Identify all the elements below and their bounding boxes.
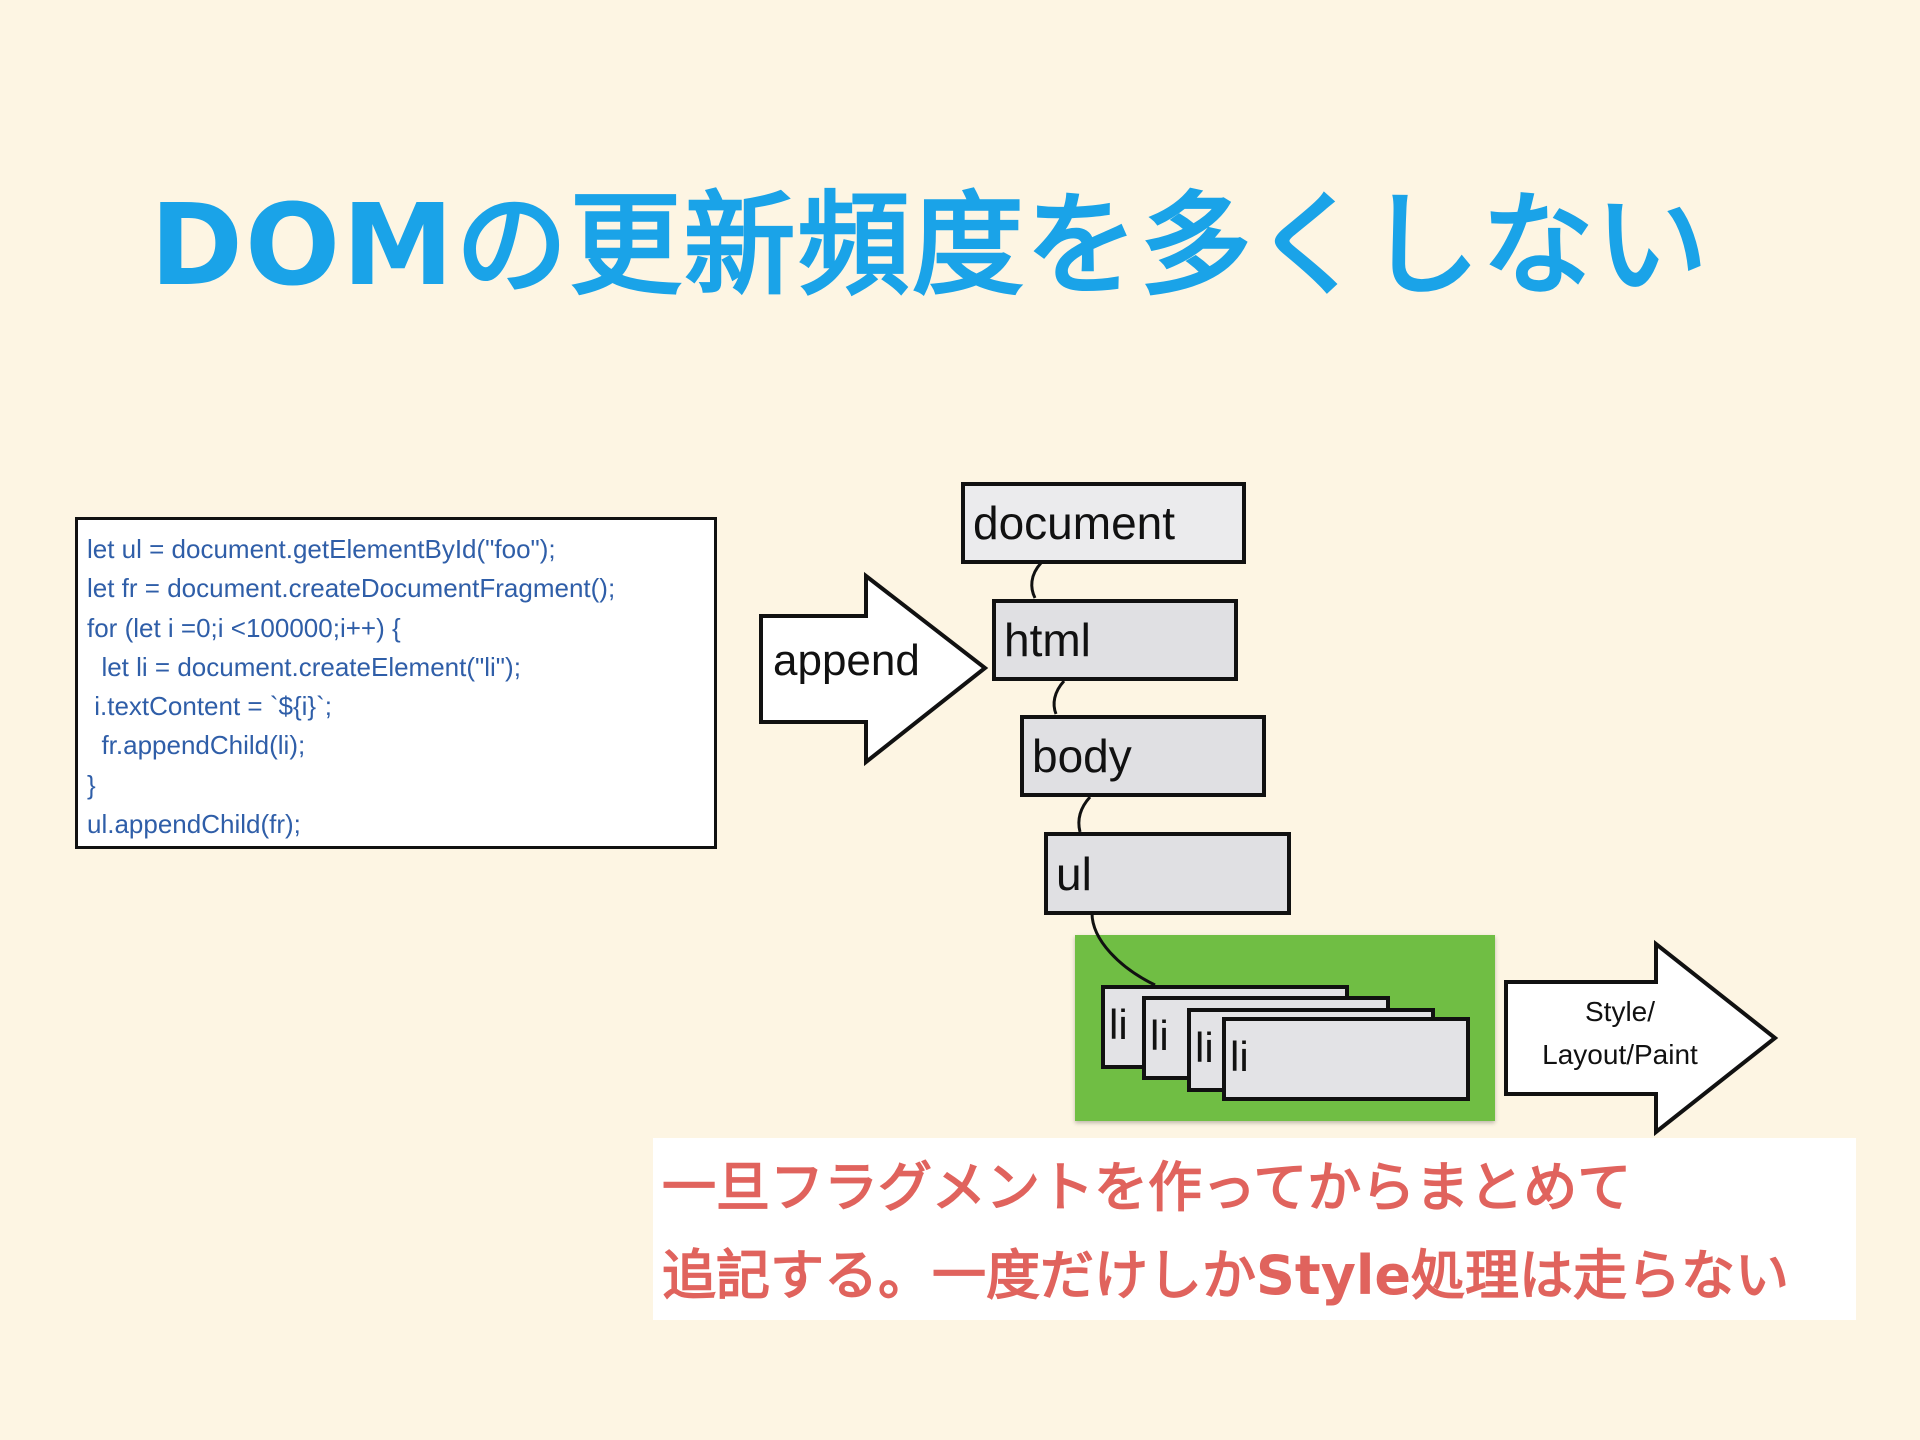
- code-snippet: let ul = document.getElementById("foo");…: [75, 517, 717, 849]
- code-line: i.textContent = `${i}`;: [87, 691, 332, 722]
- style-label-line1: Style/: [1584, 996, 1656, 1027]
- explanation-note: 一旦フラグメントを作ってからまとめて 追記する。一度だけしかStyle処理は走ら…: [653, 1138, 1856, 1320]
- note-line2: 追記する。一度だけしかStyle処理は走らない: [662, 1244, 1790, 1307]
- node-ul: ul: [1044, 832, 1291, 915]
- code-line: ul.appendChild(fr);: [87, 809, 301, 840]
- note-line1: 一旦フラグメントを作ってからまとめて: [662, 1156, 1632, 1219]
- node-li: li: [1222, 1017, 1470, 1101]
- node-document: document: [961, 482, 1246, 564]
- style-arrow-shape: [1504, 939, 1779, 1137]
- code-line: fr.appendChild(li);: [87, 730, 306, 761]
- style-layout-paint-label: Style/ Layout/Paint: [1530, 990, 1710, 1076]
- connector-ul-li: [1090, 912, 1156, 987]
- node-html: html: [992, 599, 1238, 681]
- node-body: body: [1020, 715, 1266, 797]
- append-label: append: [773, 636, 920, 685]
- connector-body-ul: [1077, 795, 1092, 833]
- code-line: for (let i =0;i <100000;i++) {: [87, 612, 401, 643]
- style-label-line2: Layout/Paint: [1542, 1039, 1698, 1070]
- code-line: let li = document.createElement("li");: [87, 651, 521, 682]
- connector-document-html: [1030, 561, 1043, 599]
- slide-title: DOMの更新頻度を多くしない: [150, 181, 1710, 311]
- connector-html-body: [1052, 679, 1066, 715]
- append-arrow-shape: [759, 571, 989, 767]
- code-line: let ul = document.getElementById("foo");: [87, 534, 556, 564]
- code-line: }: [87, 769, 96, 800]
- code-line: let fr = document.createDocumentFragment…: [87, 573, 616, 604]
